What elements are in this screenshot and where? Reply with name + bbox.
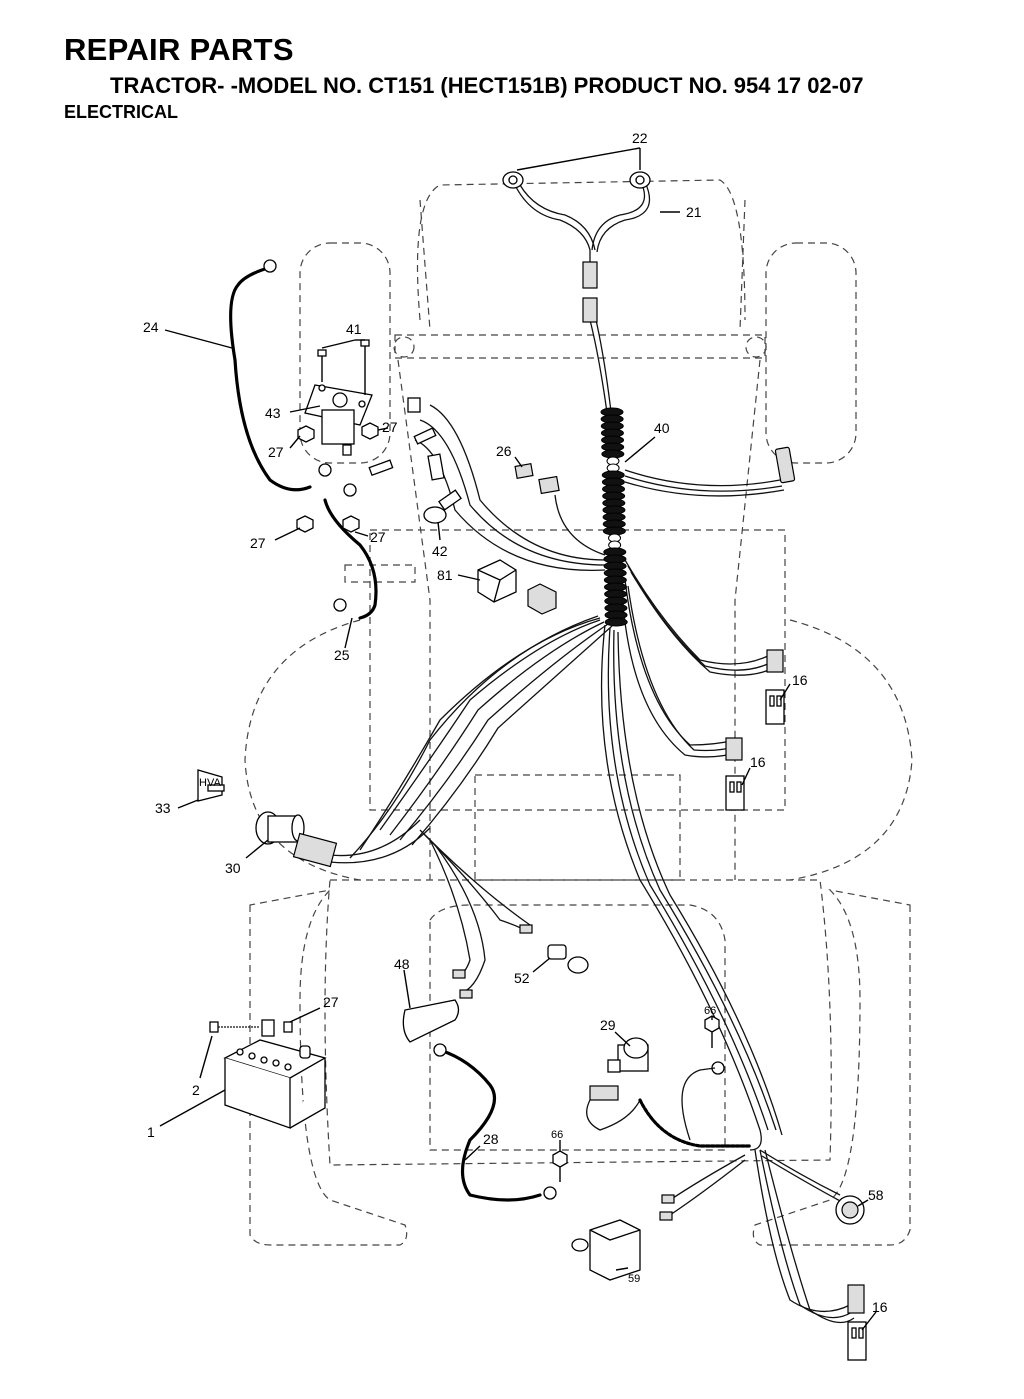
callout-40: 40 xyxy=(654,420,670,436)
battery-bolt xyxy=(209,1019,293,1037)
fuse-holder xyxy=(368,459,394,477)
fuse-cap xyxy=(427,453,445,481)
callout-27-c: 27 xyxy=(250,535,266,551)
headlight-right xyxy=(629,171,651,189)
hex-nuts xyxy=(296,422,379,533)
callout-33: 33 xyxy=(155,800,171,816)
callout-16-a: 16 xyxy=(792,672,808,688)
callout-2: 2 xyxy=(192,1082,200,1098)
front-left-wheel-outline xyxy=(299,242,391,464)
model-line: TRACTOR- -MODEL NO. CT151 (HECT151B) PRO… xyxy=(110,73,864,98)
deck-right-arc xyxy=(789,619,913,881)
callout-41: 41 xyxy=(346,321,362,337)
headlight-connector-upper xyxy=(582,261,598,289)
callout-59: 59 xyxy=(628,1273,640,1285)
hood-sides xyxy=(419,199,746,331)
callout-26: 26 xyxy=(496,443,512,459)
headlight-left xyxy=(502,171,524,189)
callout-58: 58 xyxy=(868,1187,884,1203)
page-title: REPAIR PARTS xyxy=(64,32,294,67)
terminal-clip xyxy=(407,397,421,413)
callout-21: 21 xyxy=(686,204,702,220)
seat-switch xyxy=(607,1037,649,1073)
relay-socket xyxy=(527,583,557,615)
front-axle-pivot-right xyxy=(745,336,767,358)
fender-outline xyxy=(324,879,832,1166)
pto-switch-58 xyxy=(835,1195,865,1225)
hood-outline xyxy=(416,179,746,321)
callout-25: 25 xyxy=(334,647,350,663)
callout-27-b: 27 xyxy=(382,419,398,435)
callout-labels: 22 21 24 41 43 27 27 27 27 40 26 42 81 2… xyxy=(143,130,888,1315)
steering-bracket xyxy=(344,564,416,583)
plug-16-upper xyxy=(765,649,785,725)
section-title: ELECTRICAL xyxy=(64,102,178,122)
deck-left-arc xyxy=(244,619,361,881)
light-socket-48 xyxy=(402,969,473,1043)
frame-body-outline xyxy=(369,529,786,811)
front-right-connector xyxy=(774,446,796,484)
leader-lines xyxy=(159,147,877,1331)
battery-cable-25 xyxy=(323,498,378,620)
wire-harness xyxy=(329,179,855,1324)
fuse-42 xyxy=(423,489,462,524)
ground-cable-28 xyxy=(438,1048,542,1202)
conduit-40 xyxy=(600,407,628,627)
plug-16-lower xyxy=(847,1284,867,1361)
callout-27-e: 27 xyxy=(323,994,339,1010)
headlight-connector-lower xyxy=(582,297,598,323)
callout-28: 28 xyxy=(483,1131,499,1147)
seat-switch-coil xyxy=(586,1067,752,1148)
conduit-coil-band xyxy=(604,617,628,627)
plug-16-middle xyxy=(725,737,745,811)
fuse-connector-26 xyxy=(514,463,560,495)
svg-text:HVA: HVA xyxy=(199,777,221,789)
inline-fuse xyxy=(413,427,437,445)
front-axle-outline xyxy=(394,334,766,359)
frame-inner xyxy=(474,774,681,881)
relay-81 xyxy=(477,559,517,603)
callout-1: 1 xyxy=(147,1124,155,1140)
callout-16-b: 16 xyxy=(750,754,766,770)
bulb-52 xyxy=(547,944,589,974)
page-header: REPAIR PARTS TRACTOR- -MODEL NO. CT151 (… xyxy=(0,0,1024,130)
screw-66-upper xyxy=(704,1015,720,1048)
callout-27-a: 27 xyxy=(268,444,284,460)
callout-24: 24 xyxy=(143,319,159,335)
callout-43: 43 xyxy=(265,405,281,421)
bulb-connector-terminal xyxy=(519,924,533,934)
callout-42: 42 xyxy=(432,543,448,559)
callout-52: 52 xyxy=(514,970,530,986)
callout-29: 29 xyxy=(600,1017,616,1033)
tractor-outline xyxy=(244,179,913,1246)
rear-left-wheel-outline xyxy=(249,889,408,1246)
callout-22: 22 xyxy=(632,130,648,146)
starter-solenoid xyxy=(304,384,373,456)
frame-outline xyxy=(397,359,761,880)
battery xyxy=(223,1039,327,1129)
screw-66-lower xyxy=(552,1150,568,1182)
front-right-wheel-outline xyxy=(765,242,857,464)
ignition-key: HVA xyxy=(197,769,225,802)
seat-outline xyxy=(429,904,726,1151)
ignition-switch xyxy=(255,811,338,868)
callout-16-c: 16 xyxy=(872,1299,888,1315)
battery-cable-24 xyxy=(229,266,312,492)
callout-30: 30 xyxy=(225,860,241,876)
rear-right-wheel-outline xyxy=(752,889,911,1246)
callout-48: 48 xyxy=(394,956,410,972)
callout-66-b: 66 xyxy=(551,1129,563,1141)
module-59 xyxy=(571,1194,675,1281)
ring-terminals xyxy=(263,259,725,1200)
callout-27-d: 27 xyxy=(370,529,386,545)
callout-81: 81 xyxy=(437,567,453,583)
callout-66-a: 66 xyxy=(704,1005,716,1017)
front-axle-pivot-left xyxy=(393,336,415,358)
